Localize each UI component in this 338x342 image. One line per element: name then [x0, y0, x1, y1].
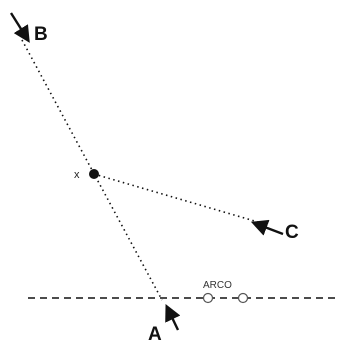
dotted-line-point-to-c	[93, 173, 259, 223]
label-a: A	[148, 324, 162, 342]
arrow-b-icon	[9, 12, 30, 43]
arrow-a-icon	[165, 303, 181, 331]
arco-label: ARCO	[203, 280, 232, 291]
central-point-dot-icon	[89, 169, 99, 179]
dotted-line-b-to-a	[21, 39, 163, 301]
arco-hole-right-icon	[237, 292, 249, 304]
label-c: C	[285, 222, 299, 243]
label-b: B	[34, 24, 48, 45]
crossing-mark-label: x	[74, 169, 80, 181]
arco-hole-left-icon	[202, 292, 214, 304]
arrow-c-icon	[250, 219, 284, 236]
